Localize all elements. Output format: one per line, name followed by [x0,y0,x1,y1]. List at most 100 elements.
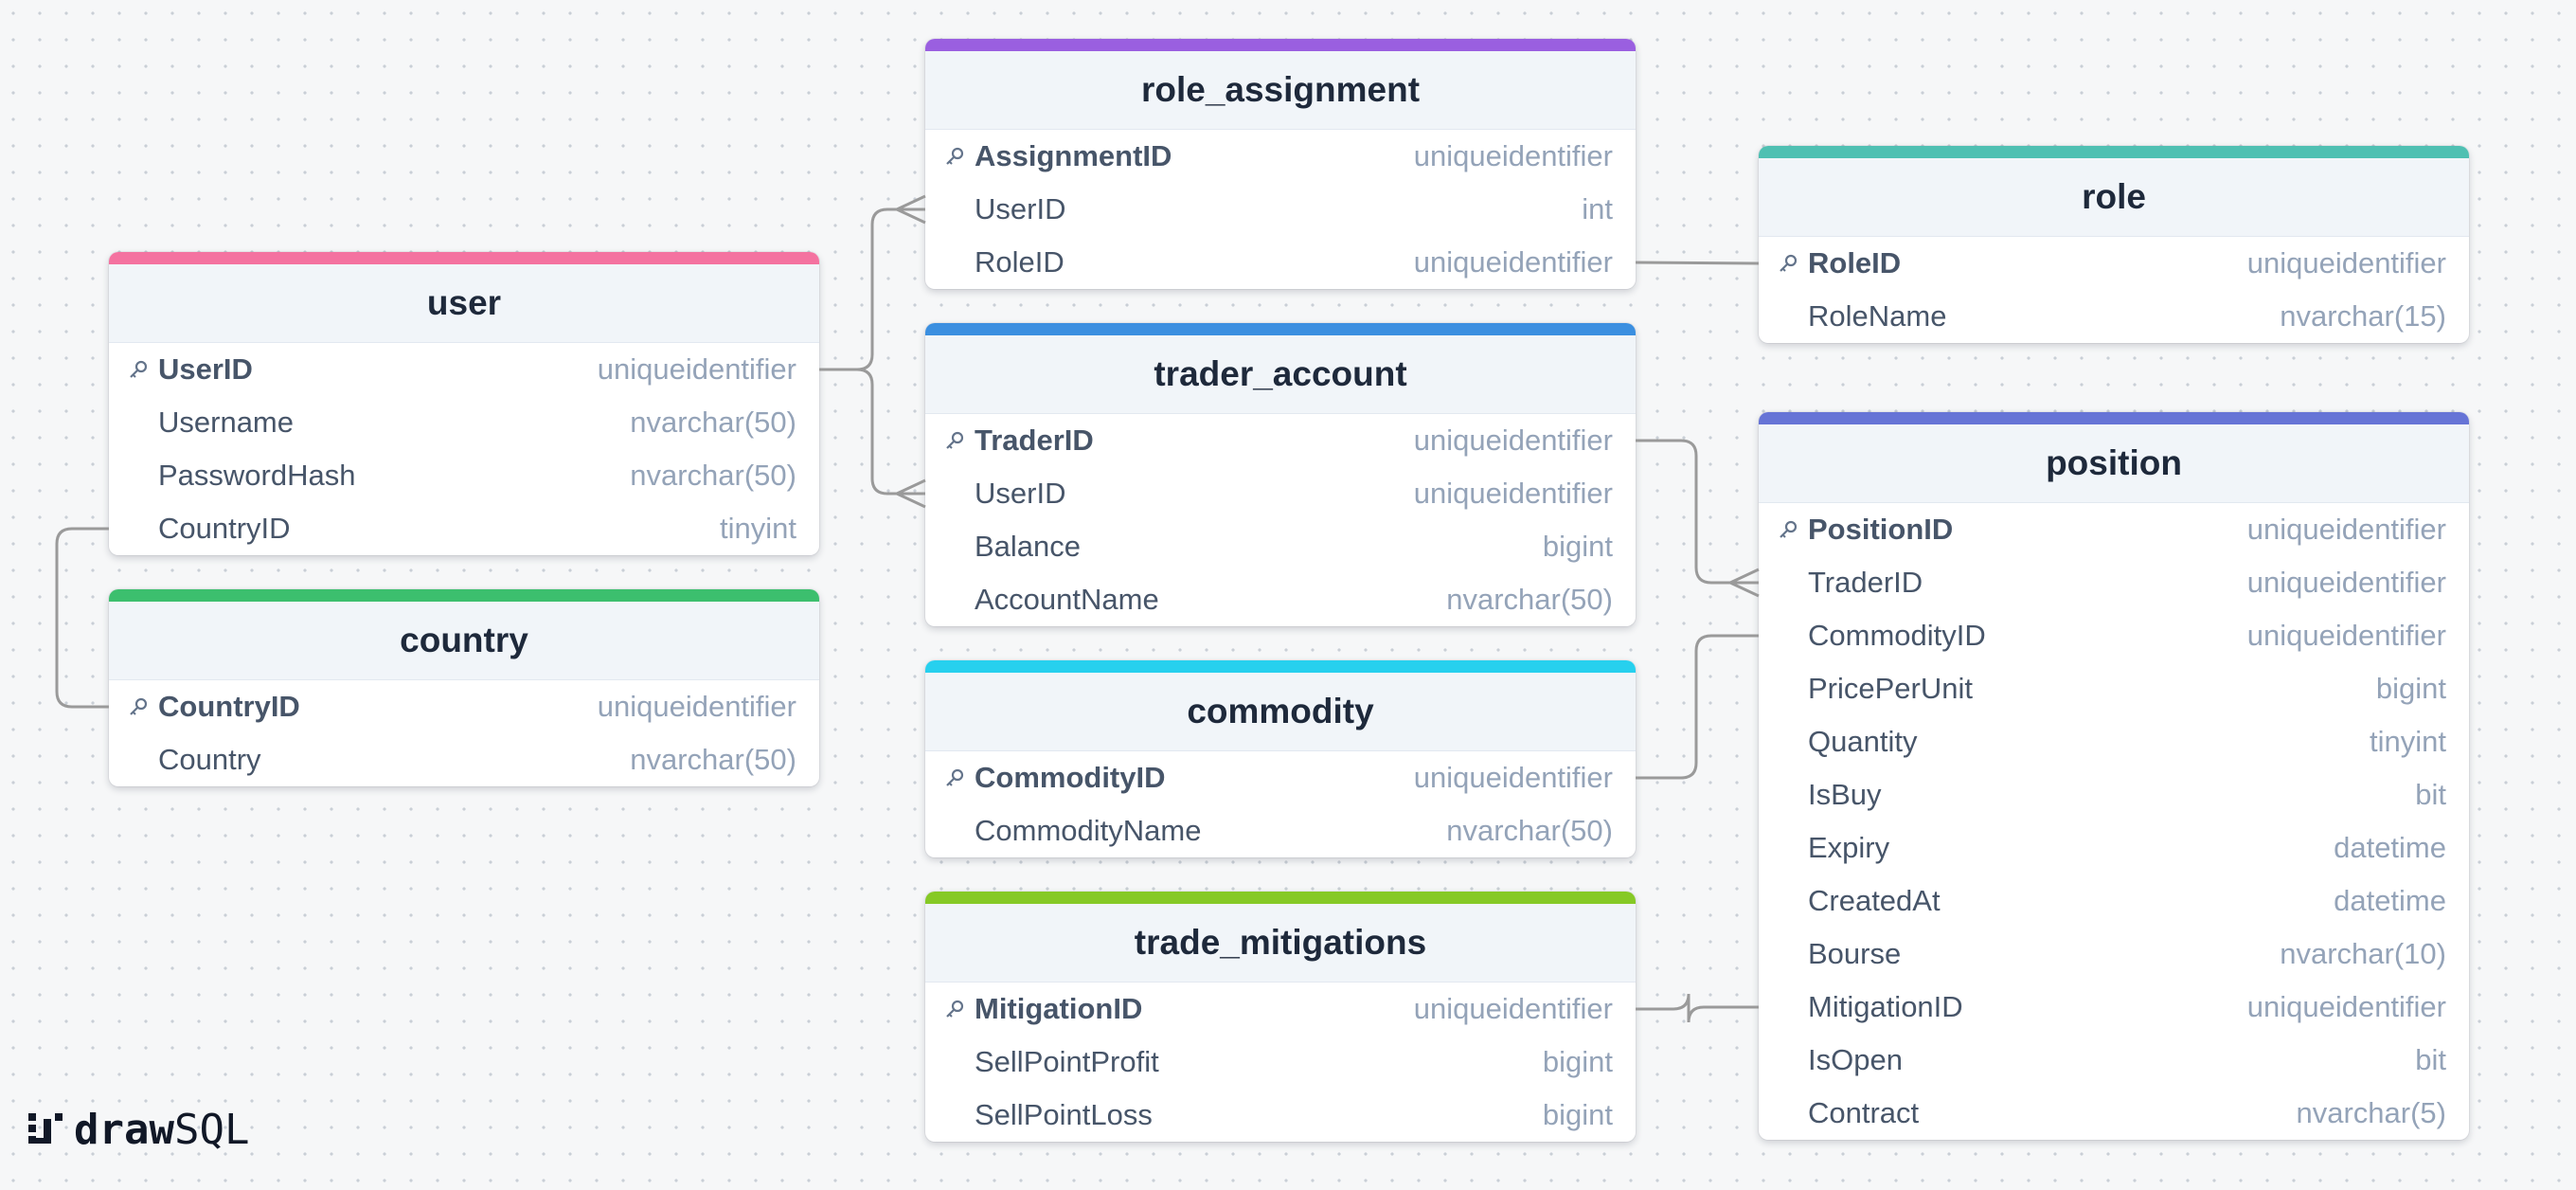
field-name: PricePerUnit [1808,672,1973,705]
field-row[interactable]: CommodityName nvarchar(50) [925,804,1636,857]
field-row[interactable]: PasswordHash nvarchar(50) [109,449,819,502]
field-type: nvarchar(5) [2296,1096,2447,1129]
field-type: uniqueidentifier [1413,992,1613,1025]
table-name[interactable]: country [109,602,819,680]
table-name[interactable]: role_assignment [925,51,1636,130]
field-name: CreatedAt [1808,884,1941,917]
drawsql-logo-icon [28,1113,63,1144]
field-name: MitigationID [1808,990,1963,1023]
table-name[interactable]: user [109,264,819,343]
field-type: uniqueidentifier [1413,139,1613,172]
field-type: bigint [2375,672,2446,705]
field-type: nvarchar(15) [2280,299,2446,333]
field-name: RoleID [975,245,1064,279]
field-name: CommodityID [1808,619,1986,652]
field-name: Bourse [1808,937,1902,970]
table-color-bar [925,660,1636,673]
field-name: MitigationID [975,992,1143,1025]
field-type: uniqueidentifier [2246,990,2446,1023]
field-name: AccountName [975,583,1159,616]
field-name: Balance [975,530,1082,563]
primary-key-icon [944,430,975,451]
field-row[interactable]: PricePerUnit bigint [1759,662,2469,715]
field-name: PositionID [1808,513,1954,546]
field-type: uniqueidentifier [1413,424,1613,457]
table-color-bar [925,892,1636,904]
table-name[interactable]: trade_mitigations [925,904,1636,983]
primary-key-icon [1778,519,1808,540]
field-type: int [1582,192,1613,225]
table-name[interactable]: role [1759,158,2469,237]
field-name: SellPointLoss [975,1098,1153,1131]
table-color-bar [109,252,819,264]
field-name: Country [158,743,261,776]
field-name: UserID [975,477,1066,510]
field-type: nvarchar(50) [1446,814,1613,847]
drawsql-logo[interactable]: draw SQL [27,1103,249,1156]
table-color-bar [925,39,1636,51]
field-row[interactable]: SellPointLoss bigint [925,1089,1636,1142]
field-name: PasswordHash [158,459,356,492]
field-type: uniqueidentifier [597,690,796,723]
field-row[interactable]: CreatedAt datetime [1759,874,2469,928]
field-name: TraderID [975,424,1094,457]
field-row[interactable]: MitigationID uniqueidentifier [925,983,1636,1036]
field-type: nvarchar(50) [630,459,796,492]
table-name[interactable]: trader_account [925,335,1636,414]
field-name: RoleID [1808,246,1902,279]
field-row[interactable]: UserID uniqueidentifier [925,467,1636,520]
field-type: uniqueidentifier [1413,477,1613,510]
field-row[interactable]: Bourse nvarchar(10) [1759,928,2469,981]
table-name[interactable]: commodity [925,673,1636,751]
table-color-bar [925,323,1636,335]
field-type: datetime [2334,884,2446,917]
primary-key-icon [128,359,158,380]
field-name: CommodityName [975,814,1202,847]
field-type: nvarchar(50) [630,406,796,439]
field-type: uniqueidentifier [2246,566,2446,599]
field-name: SellPointProfit [975,1045,1159,1078]
table-color-bar [1759,412,2469,424]
field-row[interactable]: MitigationID uniqueidentifier [1759,981,2469,1034]
field-name: UserID [158,352,253,386]
field-row[interactable]: TraderID uniqueidentifier [925,414,1636,467]
field-type: bigint [1542,1098,1613,1131]
logo-text-light: SQL [173,1105,250,1154]
field-type: bit [2415,1043,2446,1076]
field-type: bit [2415,778,2446,811]
table-name[interactable]: position [1759,424,2469,503]
field-type: datetime [2334,831,2446,864]
field-type: nvarchar(10) [2280,937,2446,970]
